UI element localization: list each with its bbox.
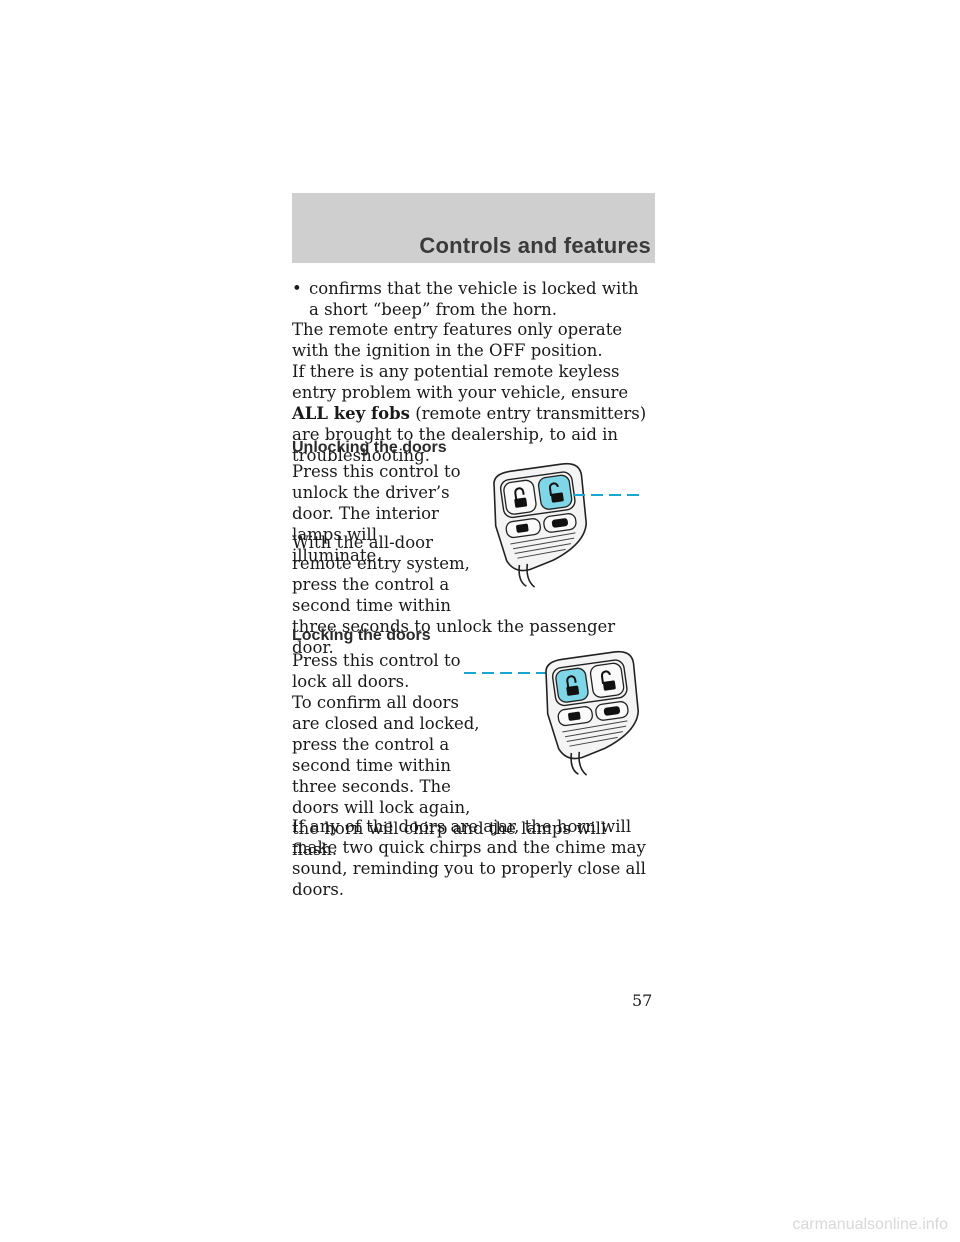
footer-watermark[interactable]: carmanualsonline.info bbox=[792, 1216, 948, 1233]
unlock-line: remote entry system, bbox=[292, 554, 470, 573]
heading-unlocking: Unlocking the doors bbox=[292, 439, 447, 456]
bullet-text: confirms that the vehicle is locked with… bbox=[309, 279, 639, 319]
unlock-line: With the all-door bbox=[292, 533, 433, 552]
lock-line: the horn will chirp and the lamps will f… bbox=[292, 819, 607, 859]
unlock-line: press the control a bbox=[292, 575, 450, 594]
paragraph-problem: If there is any potential remote keyless… bbox=[292, 361, 652, 466]
problem-text-bold: ALL key fobs bbox=[292, 404, 410, 423]
lock-line: are closed and locked, bbox=[292, 714, 480, 733]
paragraph-unlock-2: With the all-door remote entry system, p… bbox=[292, 532, 652, 658]
key-fob-unlock-illustration bbox=[493, 462, 643, 588]
lock-line: second time within bbox=[292, 756, 451, 775]
section-header-band: Controls and features bbox=[292, 193, 655, 263]
paragraph-remote-entry: The remote entry features only operate w… bbox=[292, 320, 623, 360]
lock-line: To confirm all doors bbox=[292, 693, 459, 712]
key-fob-lock-illustration bbox=[464, 650, 640, 776]
lock-line: doors will lock again, bbox=[292, 798, 471, 817]
lock-line: press the control a bbox=[292, 735, 450, 754]
lock-line: three seconds. The bbox=[292, 777, 451, 796]
unlock-line: three seconds to unlock the passenger do… bbox=[292, 617, 616, 657]
section-title: Controls and features bbox=[419, 233, 651, 258]
bullet-item: • confirms that the vehicle is locked wi… bbox=[292, 278, 652, 320]
problem-text-before: If there is any potential remote keyless… bbox=[292, 362, 629, 402]
paragraph-ajar: If any of the doors are ajar, the horn w… bbox=[292, 817, 646, 899]
unlock-line: second time within bbox=[292, 596, 451, 615]
paragraph-lock-1: Press this control to lock all doors. bbox=[292, 651, 461, 691]
problem-text-after: (remote entry transmitters) are brought … bbox=[292, 404, 647, 465]
bullet-symbol: • bbox=[292, 279, 302, 298]
heading-locking: Locking the doors bbox=[292, 627, 431, 644]
paragraph-lock-2: To confirm all doors are closed and lock… bbox=[292, 692, 652, 860]
page-number: 57 bbox=[632, 991, 653, 1010]
paragraph-unlock-1: Press this control to unlock the driver’… bbox=[292, 462, 461, 565]
